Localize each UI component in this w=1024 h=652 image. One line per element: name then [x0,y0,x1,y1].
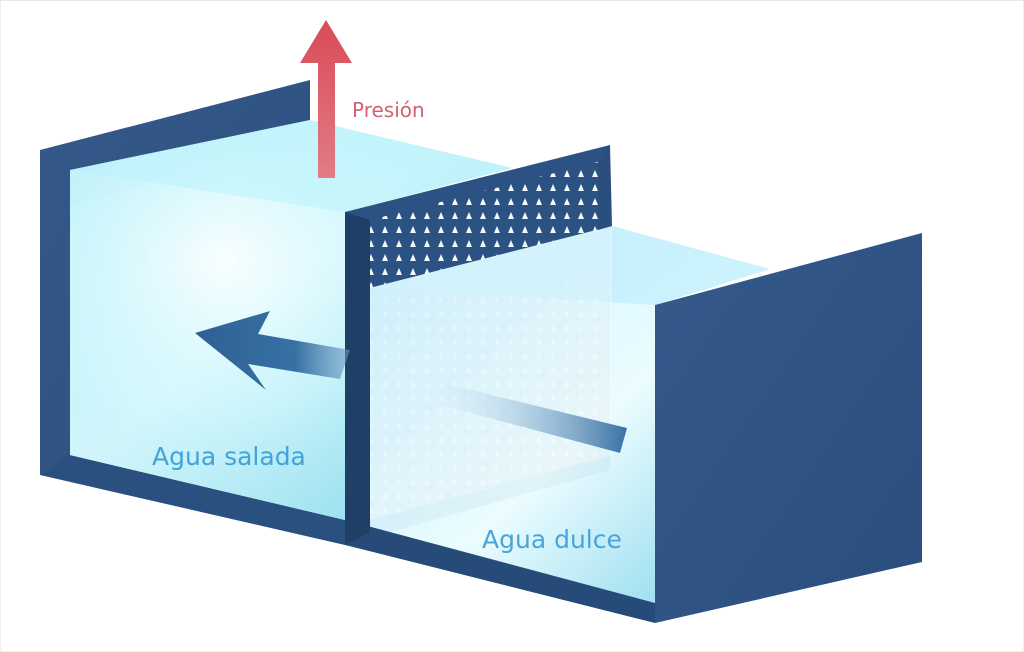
left-floor [40,455,345,545]
right-floor [345,520,655,623]
fresh-water-label: Agua dulce [482,525,622,554]
pressure-arrow-icon [300,20,352,178]
membrane-top-edge [598,145,612,230]
right-front-wall [655,233,922,623]
fresh-water-highlight [370,226,612,520]
salt-water-label: Agua salada [152,442,306,471]
membrane-side-edge [345,212,370,545]
right-flow-arrow-icon [430,380,627,453]
left-flow-arrow-icon [195,311,350,390]
pressure-label: Presión [352,98,425,122]
salt-water-surface [70,120,512,212]
fresh-water-surface [370,226,770,305]
salt-water-glow [70,120,512,520]
